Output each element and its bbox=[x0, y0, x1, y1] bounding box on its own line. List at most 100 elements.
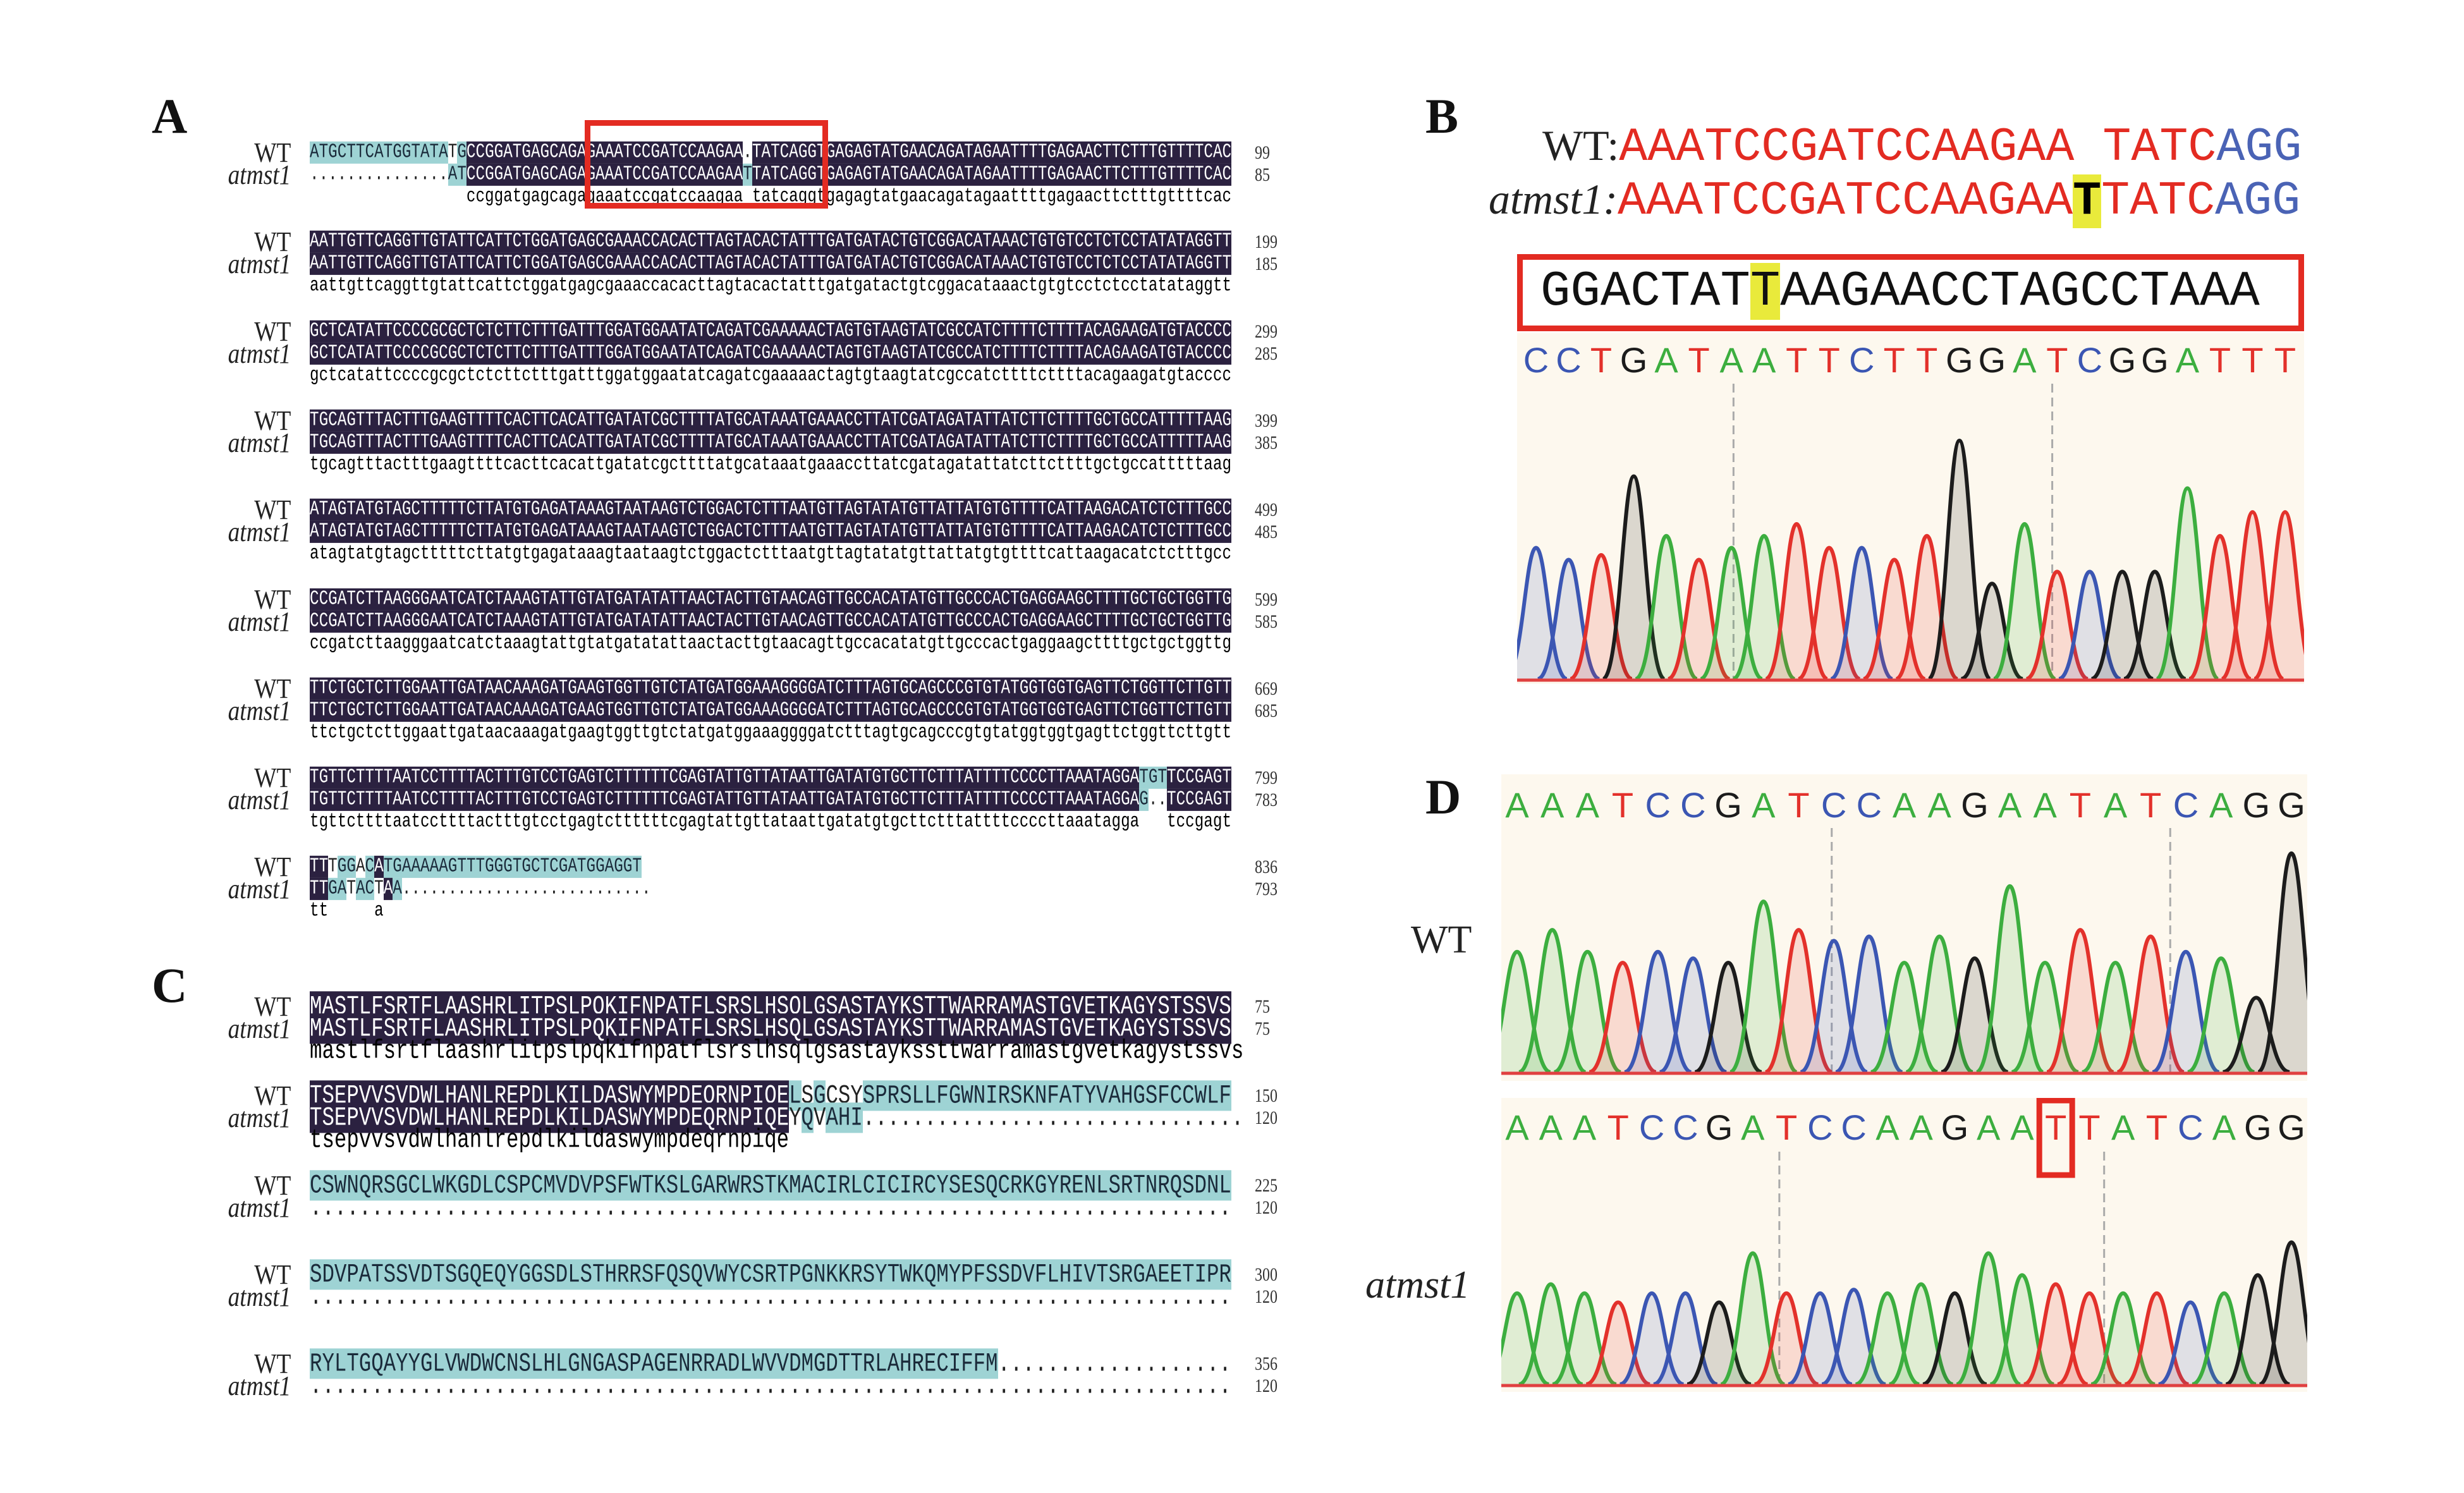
wt-label: WT bbox=[253, 583, 291, 615]
base-call: A bbox=[2212, 1107, 2236, 1147]
wt-label: WT bbox=[253, 1169, 291, 1201]
peak-G bbox=[1694, 960, 1763, 1074]
base-call: C bbox=[2077, 340, 2102, 380]
position-number: 585 bbox=[1255, 611, 1278, 632]
base-call: G bbox=[1979, 340, 2006, 380]
wt-label: WT bbox=[253, 405, 291, 436]
consensus-sequence: tgttcttttaatccttttactttgtcctgagtcttttttc… bbox=[310, 810, 1232, 833]
base-call: T bbox=[2241, 340, 2263, 380]
wt-label: WT bbox=[253, 673, 291, 704]
sequence-segment: ........................... bbox=[401, 878, 697, 901]
peak-T bbox=[1895, 533, 1959, 681]
sequence-segment: TGT bbox=[1139, 766, 1167, 789]
position-number: 356 bbox=[1255, 1353, 1278, 1375]
sequence-segment: TCCGAGT bbox=[1167, 766, 1232, 789]
sequence-segment: TTCTGCTCTTGGAATTGATAACAAAGATGAAGTGGTTGTC… bbox=[310, 699, 1232, 722]
sequence-segment: GCTCATATTCCCCGCGCTCTCTTCTTTGATTTGGATGGAA… bbox=[310, 320, 1232, 343]
peak-A bbox=[2191, 1291, 2257, 1386]
sequence: SDVPATSSVDTSGQEQYGGSDLSTHRRSFQSQVWYCSRTP… bbox=[310, 1259, 1231, 1290]
base-call: C bbox=[1639, 1107, 1664, 1147]
sequence-segment: TT bbox=[310, 878, 329, 901]
seq-part: AAATCCGATCCAAGAA bbox=[1618, 174, 2073, 228]
base-call: G bbox=[1714, 785, 1742, 825]
base-call: C bbox=[1523, 340, 1549, 380]
sequence-segment: .. bbox=[1148, 788, 1168, 811]
consensus-sequence: tt a bbox=[310, 900, 384, 923]
trace-background bbox=[1501, 774, 2307, 1081]
sequence-segment: ATAGTATGTAGCTTTTTCTTATGTGAGATAAAGTAATAAG… bbox=[310, 498, 1232, 521]
base-call: G bbox=[2244, 1107, 2272, 1147]
mutant-label: atmst1 bbox=[228, 1370, 291, 1402]
peak-G bbox=[1922, 1291, 1987, 1386]
peak-G bbox=[1940, 956, 2009, 1074]
position-number: 285 bbox=[1255, 343, 1278, 364]
consensus-row: atagtatgtagctttttcttatgtgagataaagtaataag… bbox=[0, 543, 1327, 566]
sequence-segment: C bbox=[365, 856, 375, 879]
base-call: A bbox=[2013, 340, 2037, 380]
base-call: A bbox=[2010, 1107, 2034, 1147]
peak-A bbox=[2081, 960, 2150, 1074]
sequence-segment: GG bbox=[337, 856, 356, 879]
base-call: A bbox=[1741, 1107, 1765, 1147]
sequence: TTTGGACATGAAAAAGTTTGGGTGCTCGATGGAGGT bbox=[310, 853, 642, 882]
peak-G bbox=[2123, 570, 2186, 681]
base-call: C bbox=[1821, 785, 1846, 825]
sequence-segment: SPRSLLFGWNIRSKNFATYVAHGSFCCWLF bbox=[862, 1080, 1231, 1111]
mutant-label: atmst1 bbox=[228, 695, 291, 726]
base-call: T bbox=[1786, 340, 1807, 380]
position-number: 499 bbox=[1255, 499, 1278, 521]
sequence-segment: L bbox=[789, 1080, 802, 1111]
base-call: A bbox=[2104, 785, 2128, 825]
sequence: AATTGTTCAGGTTGTATTCATTCTGGATGAGCGAAACCAC… bbox=[310, 250, 1232, 279]
consensus-row: mastlfsrtflaashrlitpslpqkifnpatflsrslhsq… bbox=[0, 1036, 1327, 1066]
panel-label-a: A bbox=[152, 88, 188, 143]
base-call: A bbox=[2176, 340, 2200, 380]
position-number: 150 bbox=[1255, 1085, 1278, 1107]
mutant-row: atmst1 TTCTGCTCTTGGAATTGATAACAAAGATGAAGTG… bbox=[0, 695, 1327, 726]
position-number: 385 bbox=[1255, 432, 1278, 453]
seq-part: AAGAACCTAGCCTAAA bbox=[1780, 263, 2260, 320]
wt-row: WT CSWNQRSGCLWKGDLCSPCMVDVPSFWTKSLGARWRST… bbox=[0, 1169, 1327, 1201]
base-call: T bbox=[1916, 340, 1937, 380]
sequence: CSWNQRSGCLWKGDLCSPCMVDVPSFWTKSLGARWRSTKM… bbox=[310, 1169, 1231, 1200]
base-call: G bbox=[2141, 340, 2169, 380]
base-call: T bbox=[1819, 340, 1840, 380]
sequence: CCGATCTTAAGGGAATCATCTAAAGTATTGTATGATATAT… bbox=[310, 585, 1232, 614]
base-call: G bbox=[1620, 340, 1648, 380]
base-call: T bbox=[1612, 785, 1633, 825]
sequence-segment: ........................................… bbox=[310, 1281, 1231, 1312]
consensus-sequence: ccgatcttaagggaatcatctaaagtattgtatgatatat… bbox=[310, 632, 1232, 655]
consensus-row: tgcagtttactttgaagttttcacttcacattgatatcgc… bbox=[0, 454, 1327, 477]
base-call: C bbox=[1849, 340, 1874, 380]
sequence-segment: AHI bbox=[826, 1102, 863, 1133]
sequence-segment: T bbox=[346, 878, 356, 901]
peak-G bbox=[2222, 996, 2291, 1074]
seq-part: GGACTAT bbox=[1540, 263, 1750, 320]
base-call: T bbox=[1884, 340, 1905, 380]
consensus-sequence: gctcatattccccgcgctctcttctttgatttggatggaa… bbox=[310, 364, 1232, 387]
base-call: C bbox=[1680, 785, 1705, 825]
sequence-segment: T bbox=[457, 163, 467, 186]
mutant-label: atmst1 bbox=[228, 1013, 291, 1044]
sequence-segment: T bbox=[448, 141, 458, 164]
peak-G bbox=[2257, 851, 2307, 1074]
reverse-sequence-box bbox=[1517, 254, 2304, 331]
sequence-segment: ............................... bbox=[862, 1102, 1244, 1133]
peak-G bbox=[1686, 1300, 1752, 1386]
sequence-segment: ATAGTATGTAGCTTTTTCTTATGTGAGATAAAGTAATAAG… bbox=[310, 520, 1232, 544]
base-call: C bbox=[2173, 785, 2199, 825]
base-call: T bbox=[1607, 1107, 1629, 1147]
sequence: ........................................… bbox=[310, 1371, 1231, 1401]
base-call: G bbox=[2278, 785, 2305, 825]
sequence-segment: A bbox=[448, 163, 458, 186]
